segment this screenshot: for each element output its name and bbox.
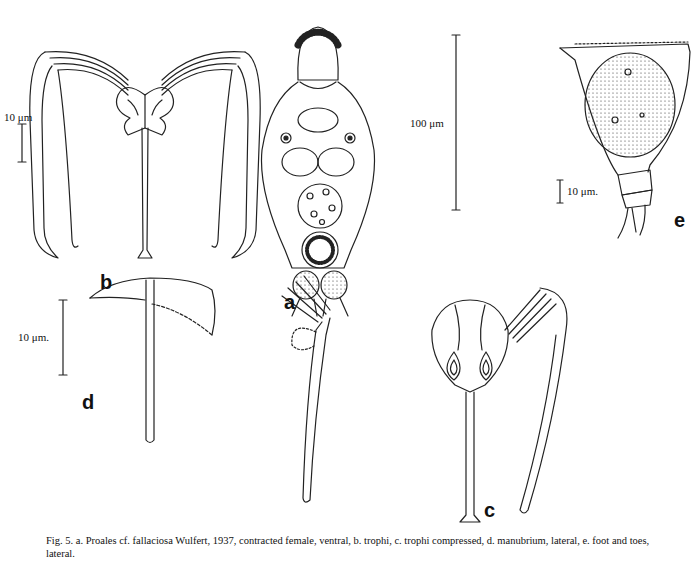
rotifer-body-part	[302, 232, 338, 268]
rotifer-body-part	[284, 136, 288, 140]
trophi-compressed-drawing-part	[432, 300, 508, 392]
trophi-drawing	[30, 52, 260, 258]
panel-letter: b	[100, 272, 112, 292]
trophi-drawing-part	[58, 70, 78, 247]
rotifer-body-part	[320, 220, 325, 225]
scale-bar-part	[452, 35, 460, 210]
rotifer-body-part	[300, 82, 336, 89]
foot-drawing	[560, 42, 690, 238]
trophi-compressed-drawing-part	[455, 305, 485, 350]
trophi-drawing-part	[30, 52, 58, 258]
rotifer-body-part	[298, 27, 338, 80]
trophi-compressed-drawing-part	[292, 328, 316, 350]
foot-drawing-part	[640, 113, 644, 117]
panel-letter: c	[484, 500, 495, 520]
foot-drawing-part	[575, 42, 688, 44]
scale-bar	[18, 35, 563, 375]
scale-label: 10 μm.	[18, 332, 49, 343]
trophi-compressed-drawing-part	[505, 290, 556, 342]
rotifer-body-part	[261, 82, 374, 268]
rotifer-body-part	[298, 184, 342, 228]
rotifer-body-part	[281, 133, 291, 143]
trophi-drawing-part	[128, 95, 162, 128]
trophi-drawing-part	[117, 88, 174, 136]
trophi-compressed-drawing-part	[447, 352, 460, 380]
manubrium-drawing-part	[152, 304, 212, 335]
rotifer-body-part	[329, 205, 335, 211]
foot-drawing-part	[612, 117, 618, 123]
trophi-drawing-part	[138, 128, 152, 258]
scale-bar-part	[557, 180, 563, 203]
manubrium-drawing	[90, 278, 215, 443]
rotifer-body-part	[348, 136, 352, 140]
trophi-drawing-part	[45, 52, 128, 95]
rotifer-body	[261, 27, 374, 316]
rotifer-body-part	[311, 211, 317, 217]
trophi-compressed-drawing-part	[282, 276, 330, 322]
panel-letter: a	[284, 292, 295, 312]
trophi-compressed-drawing-part	[303, 318, 330, 502]
rotifer-body-part	[307, 237, 333, 263]
manubrium-drawing-part	[90, 297, 145, 300]
trophi-drawing-part	[232, 52, 260, 258]
rotifer-body-part	[321, 271, 347, 299]
rotifer-body-part	[293, 271, 319, 299]
rotifer-body-part	[345, 133, 355, 143]
trophi-compressed-drawing	[282, 276, 567, 522]
scale-label: 100 μm	[410, 118, 444, 129]
figure-caption: Fig. 5. a. Proales cf. fallaciosa Wulfer…	[46, 534, 666, 560]
foot-drawing-part	[622, 190, 652, 208]
rotifer-body-part	[298, 108, 338, 132]
scale-bar-part	[59, 300, 67, 375]
scale-label: 10 μm.	[567, 186, 598, 197]
rotifer-body-part	[323, 189, 329, 195]
foot-drawing-part	[618, 205, 645, 238]
scale-bar-part	[18, 124, 26, 162]
scale-label: 10 μm	[4, 112, 32, 123]
manubrium-drawing-part	[146, 280, 154, 443]
trophi-compressed-drawing-part	[480, 352, 492, 380]
trophi-drawing-part	[212, 70, 232, 247]
trophi-compressed-drawing-part	[520, 288, 567, 513]
foot-drawing-part	[625, 69, 631, 75]
panel-letter: e	[674, 210, 685, 230]
rotifer-body-part	[282, 148, 318, 176]
foot-drawing-part	[560, 44, 690, 172]
rotifer-body-part	[318, 148, 354, 176]
rotifer-body-part	[307, 193, 313, 199]
panel-letter: d	[82, 392, 94, 412]
trophi-drawing-part	[162, 52, 245, 95]
trophi-compressed-drawing-part	[460, 392, 480, 522]
foot-drawing-part	[585, 53, 675, 157]
